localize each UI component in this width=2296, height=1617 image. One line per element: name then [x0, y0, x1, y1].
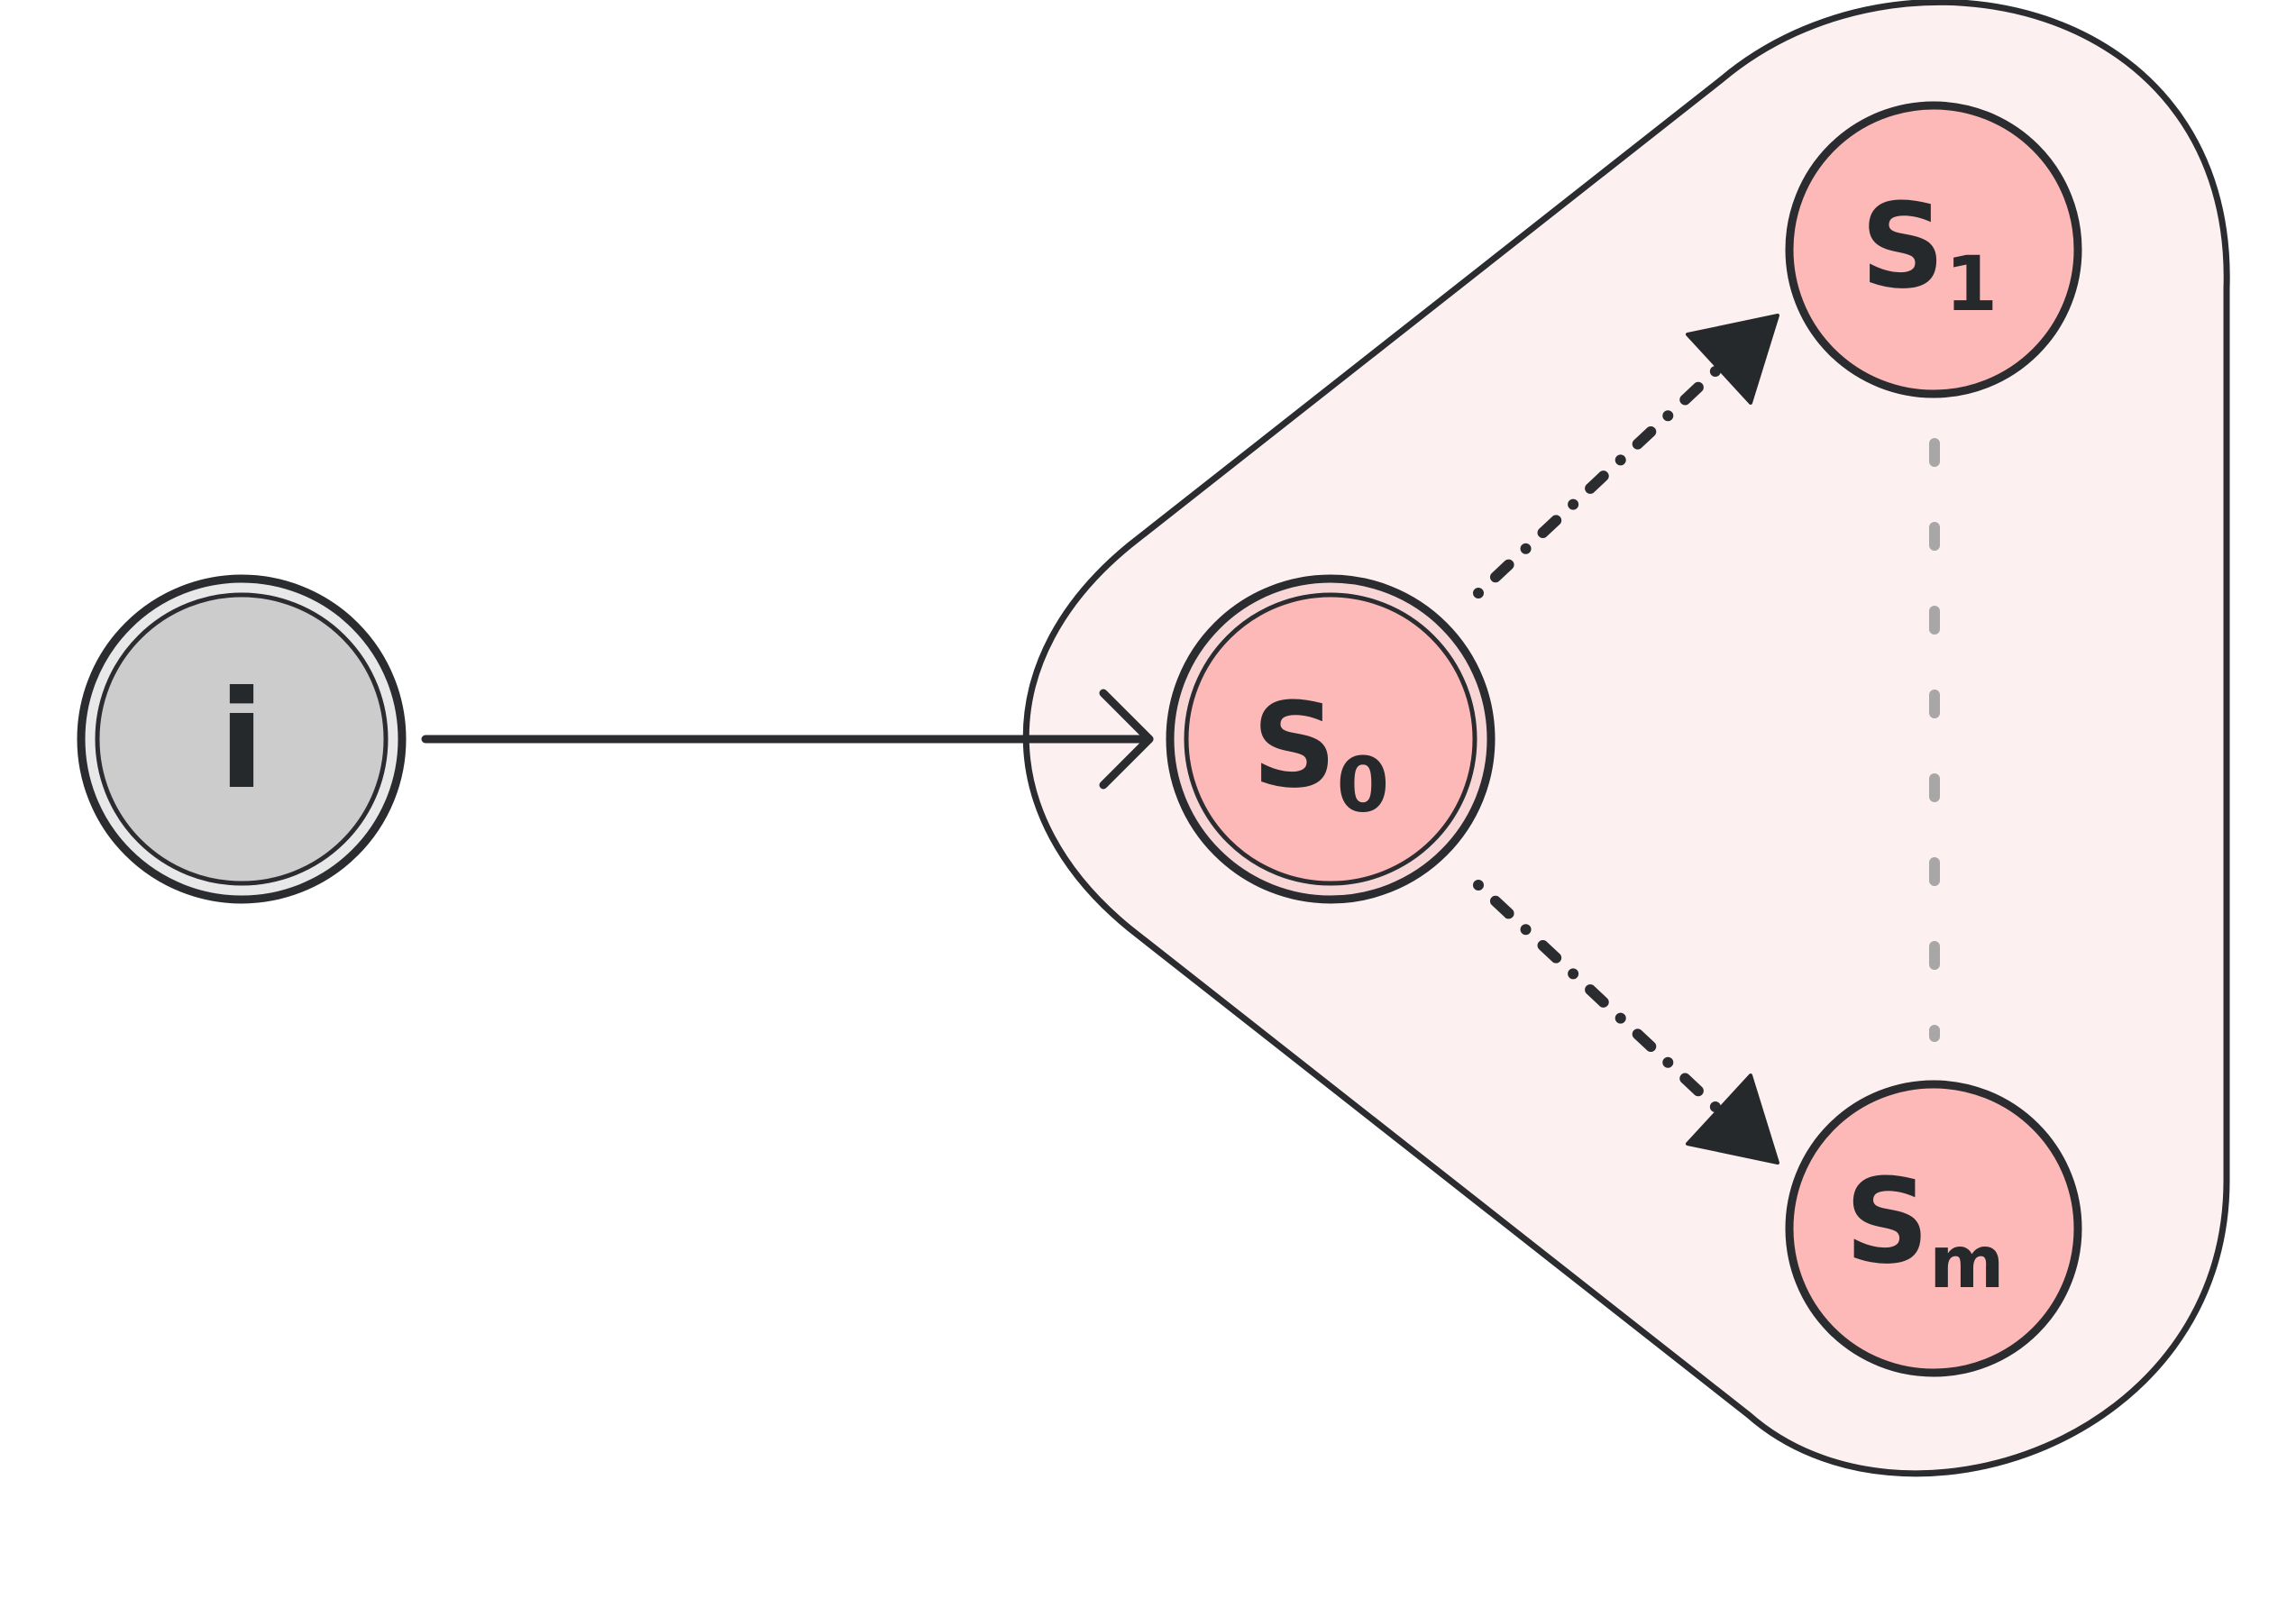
state-s0-subscript: 0	[1337, 741, 1389, 829]
transition-i-to-s0	[421, 689, 1154, 790]
state-s0: S0	[1166, 574, 1496, 904]
state-s1-label: S1	[1861, 178, 1998, 328]
initial-node-inner-ring	[95, 592, 389, 886]
initial-node-label: i	[218, 662, 264, 819]
transition-s0-to-sm	[1473, 880, 1779, 1165]
transition-s0-to-s1	[1473, 314, 1779, 598]
filled-arrowhead	[1686, 1073, 1779, 1165]
dotted-line	[1473, 364, 1723, 598]
initial-node: i	[77, 574, 407, 904]
state-sm-letter: S	[1845, 1153, 1930, 1290]
state-s0-inner-ring	[1184, 592, 1477, 886]
filled-arrowhead	[1686, 314, 1779, 405]
state-sm-circle	[1785, 1080, 2082, 1377]
state-sm-subscript: m	[1929, 1220, 2004, 1304]
state-s1-circle	[1785, 101, 2082, 398]
state-s0-label: S0	[1252, 677, 1389, 829]
open-arrowhead	[1099, 689, 1154, 790]
state-sm: Sm	[1785, 1080, 2082, 1377]
state-s0-letter: S	[1252, 677, 1337, 814]
state-s1-subscript: 1	[1945, 240, 1998, 328]
state-s1-letter: S	[1861, 178, 1945, 315]
state-sm-label: Sm	[1845, 1153, 2005, 1304]
state-s1: S1	[1785, 101, 2082, 398]
dotted-line	[1473, 880, 1723, 1114]
